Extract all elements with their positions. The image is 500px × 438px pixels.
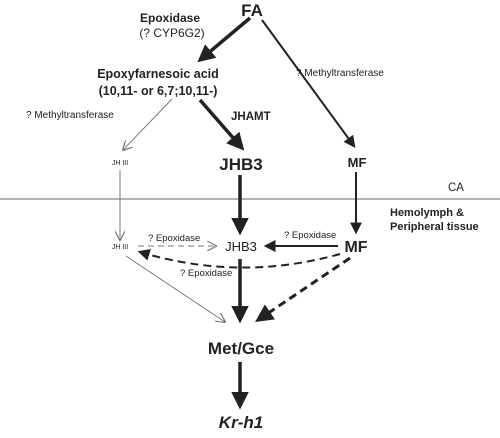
label-jhamt: JHAMT: [231, 111, 271, 123]
label-epoxidase-c: ? Epoxidase: [180, 268, 232, 279]
label-epoxidase-top-gene: (? CYP6G2): [139, 26, 204, 40]
label-fa: FA: [241, 1, 263, 20]
label-met-gce: Met/Gce: [208, 339, 274, 358]
label-mf-ca: MF: [348, 155, 367, 170]
label-jhb3-hemolymph: JHB3: [225, 239, 257, 254]
label-methyltransferase-left: ? Methyltransferase: [26, 110, 114, 121]
label-ca: CA: [448, 182, 464, 194]
label-hemolymph-line2: Peripheral tissue: [390, 221, 479, 233]
label-hemolymph-line1: Hemolymph &: [390, 207, 464, 219]
arrow-epoxy-acid-to-jh3: [123, 98, 173, 150]
label-jhb3-ca: JHB3: [219, 155, 262, 174]
label-epoxyfarnesoic-acid: Epoxyfarnesoic acid: [97, 67, 219, 81]
label-kr-h1: Kr-h1: [219, 413, 263, 432]
label-methyltransferase-right: ? Methyltransferase: [296, 68, 384, 79]
arrow-fa-to-epoxy-acid: [197, 16, 252, 63]
arrow-jh3-to-met: [125, 255, 225, 322]
label-jh3-hemolymph: JH III: [112, 244, 128, 251]
label-epoxidase-top: Epoxidase: [140, 11, 200, 25]
label-mf-hemolymph: MF: [344, 239, 367, 256]
label-epoxyfarnesoic-acid-isomers: (10,11- or 6,7;10,11-): [99, 84, 218, 98]
label-jh3-ca: JH III: [112, 160, 128, 167]
label-epoxidase-a: ? Epoxidase: [148, 233, 200, 244]
label-epoxidase-b: ? Epoxidase: [284, 230, 336, 241]
arrow-fa-to-mf: [261, 19, 356, 148]
arrow-epoxy-acid-to-jhb3: [198, 98, 245, 151]
arrow-mf-to-met: [255, 256, 351, 323]
